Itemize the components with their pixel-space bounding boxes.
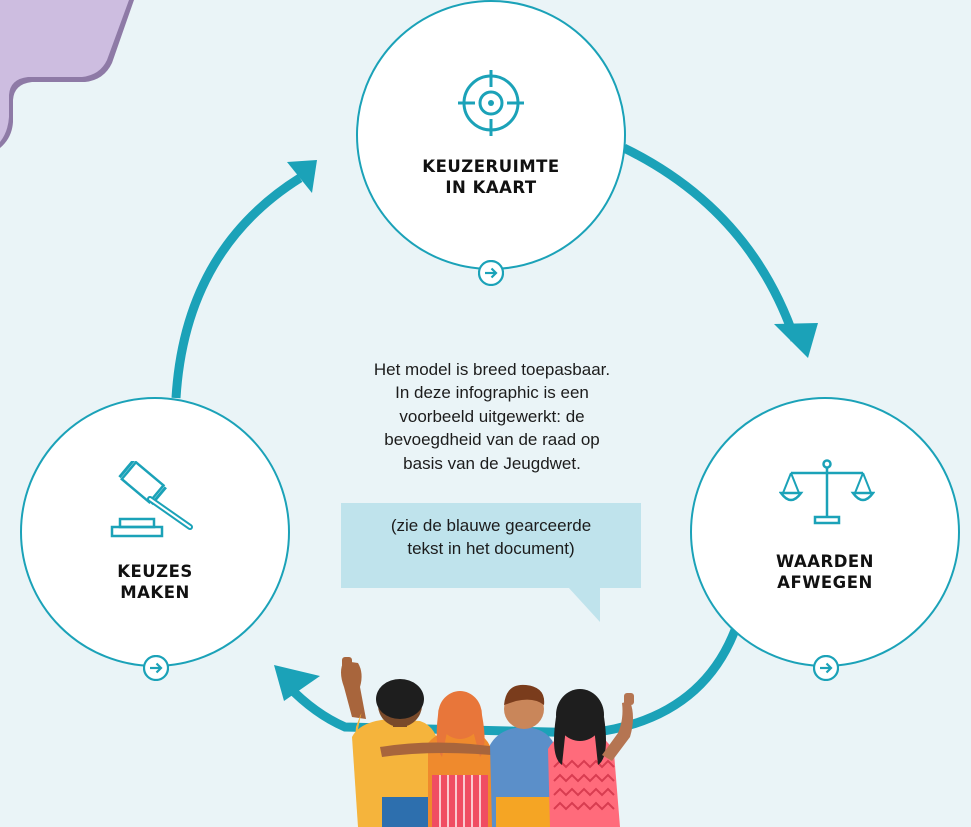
arrow-right-circle-icon[interactable] (478, 260, 504, 286)
node-label-line: KEUZERUIMTE (422, 157, 560, 176)
note-bubble (341, 503, 641, 588)
description-line: basis van de Jeugdwet. (403, 453, 581, 473)
node-label-line: IN KAART (445, 178, 537, 197)
balance-scale-icon (779, 459, 875, 525)
four-friends-waving-illustration (341, 657, 634, 827)
arrow-keuzeruimte-to-waarden (622, 143, 800, 342)
arrow-head-to-waarden (774, 323, 818, 358)
arrow-waarden-to-keuzes (284, 628, 740, 738)
note-line: (zie de blauwe gearceerde (390, 516, 592, 535)
description-line: Het model is breed toepasbaar. (373, 360, 611, 379)
note-line: tekst in het document) (407, 539, 575, 559)
description-line: voorbeeld uitgewerkt: de (399, 406, 585, 426)
node-keuzes-maken[interactable]: KEUZES MAKEN (20, 397, 290, 681)
node-label-line: WAARDEN (776, 552, 874, 571)
arrow-keuzes-to-keuzeruimte (171, 174, 303, 399)
arrow-head-to-keuzeruimte (287, 160, 317, 193)
description-line: In deze infographic is een (395, 383, 589, 403)
arrow-right-circle-icon[interactable] (143, 655, 169, 681)
node-keuzeruimte-in-kaart[interactable]: KEUZERUIMTE IN KAART (356, 0, 626, 286)
gavel-icon (110, 461, 193, 538)
node-label-line: KEUZES (117, 562, 193, 581)
node-label-keuzeruimte: KEUZERUIMTE IN KAART (358, 156, 624, 198)
center-description: Het model is breed toepasbaar. In deze i… (318, 358, 666, 475)
arrow-right-circle-icon[interactable] (813, 655, 839, 681)
node-waarden-afwegen[interactable]: WAARDEN AFWEGEN (690, 397, 960, 681)
note-text: (zie de blauwe gearceerde tekst in het d… (341, 514, 641, 561)
target-crosshair-icon (458, 70, 524, 136)
node-label-waarden: WAARDEN AFWEGEN (692, 551, 958, 593)
corner-decoration (0, 0, 134, 148)
description-line: bevoegdheid van de raad op (384, 430, 600, 450)
node-label-keuzes: KEUZES MAKEN (22, 561, 288, 603)
node-label-line: AFWEGEN (777, 573, 873, 592)
arrow-head-to-keuzes (274, 665, 320, 701)
node-label-line: MAKEN (120, 583, 190, 602)
